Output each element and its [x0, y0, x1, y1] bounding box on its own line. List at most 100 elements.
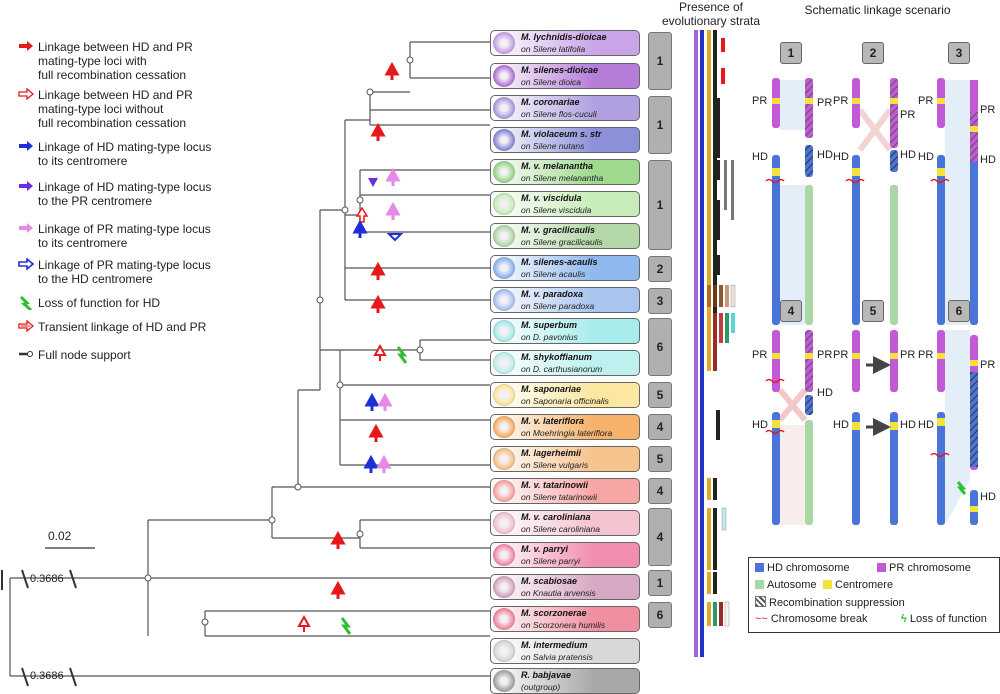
striped-red-arrow-icon	[18, 319, 38, 335]
chromosome-label: HD	[833, 419, 849, 431]
key-rec-label: Recombination suppression	[769, 597, 905, 609]
taxon-label: M. v. tatarinowii on Silene tatarinowii	[490, 478, 640, 504]
strata-header: Presence of evolutionary strata	[661, 0, 761, 28]
scenario-box: 4	[648, 478, 672, 504]
key-hd-label: HD chromosome	[767, 562, 850, 574]
chromosome-label: PR	[817, 97, 833, 109]
scenario-box: 4	[648, 508, 672, 566]
chromosome-label: PR	[918, 349, 934, 361]
taxon-label: M. scabiosae on Knautia arvensis	[490, 574, 640, 600]
key-autosome-label: Autosome	[767, 579, 817, 591]
taxon-name: M. v. tatarinowii	[521, 480, 589, 490]
host-flower-image	[493, 670, 515, 692]
taxon-host: on Silene parryi	[521, 556, 581, 566]
host-flower-image	[493, 384, 515, 406]
scenario-3-diagram	[930, 78, 978, 325]
taxon-host: on Saponaria officinalis	[521, 396, 609, 406]
scenario-header: Schematic linkage scenario	[804, 3, 951, 17]
legend-item: Linkage of HD mating-type locus to its c…	[18, 140, 258, 168]
legend-text: Linkage between HD and PR mating-type lo…	[38, 40, 193, 82]
taxon-name: M. v. melanantha	[521, 161, 594, 171]
scenario-6-diagram	[930, 330, 978, 525]
legend-item: Full node support	[18, 348, 258, 363]
taxon-label: R. babjavae(outgroup)	[490, 668, 640, 694]
taxon-name: M. silenes-dioicae	[521, 65, 599, 75]
chromosome-label: HD	[817, 387, 833, 399]
host-flower-image	[493, 225, 515, 247]
centromere-swatch	[823, 580, 832, 589]
scale-bar	[1, 547, 95, 687]
taxon-name: M. v. gracilicaulis	[521, 225, 596, 235]
host-flower-image	[493, 97, 515, 119]
chromosome-label: HD	[752, 419, 768, 431]
legend-item: Linkage between HD and PR mating-type lo…	[18, 40, 258, 82]
host-flower-image	[493, 608, 515, 630]
taxon-host: on Salvia pratensis	[521, 652, 593, 662]
taxon-name: M. intermedium	[521, 640, 588, 650]
host-flower-image	[493, 576, 515, 598]
scenario-4-diagram	[765, 330, 813, 525]
scenario-box: 1	[648, 96, 672, 154]
scenario-number: 5	[862, 300, 884, 322]
taxon-name: M. coronariae	[521, 97, 580, 107]
taxon-name: M. shykoffianum	[521, 352, 592, 362]
legend-text: Linkage of PR mating-type locus to its c…	[38, 222, 211, 250]
chromosome-label: HD	[980, 154, 996, 166]
host-flower-image	[493, 129, 515, 151]
branch-break-label: 0.3686	[30, 670, 64, 682]
taxon-host: on Silene acaulis	[521, 269, 586, 279]
host-flower-image	[493, 65, 515, 87]
key-lof-label: Loss of function	[909, 613, 987, 625]
taxon-host: on Silene tatarinowii	[521, 492, 598, 502]
node-support-icon	[18, 348, 38, 363]
host-flower-image	[493, 257, 515, 279]
hd-swatch	[755, 563, 764, 572]
hollow-blue-arrow-icon	[18, 257, 38, 286]
legend-item: Linkage of PR mating-type locus to the H…	[18, 257, 258, 286]
legend-text: Full node support	[38, 348, 131, 362]
chromosome-label: HD	[900, 149, 916, 161]
taxon-name: M. v. parryi	[521, 544, 569, 554]
red-arrow-icon	[18, 40, 38, 82]
legend-item: Transient linkage of HD and PR	[18, 319, 258, 335]
taxon-name: M. lagerheimii	[521, 448, 582, 458]
strata-bars	[694, 30, 736, 657]
scale-label: 0.02	[48, 529, 72, 543]
scenario-box: 6	[648, 602, 672, 628]
legend-item: Loss of function for HD	[18, 295, 258, 313]
chromosome-label: PR	[900, 109, 916, 121]
taxon-host: on Knautia arvensis	[521, 588, 596, 598]
scenario-number: 2	[862, 42, 884, 64]
autosome-swatch	[755, 580, 764, 589]
host-flower-image	[493, 289, 515, 311]
taxon-label: M. v. gracilicaulis on Silene gracilicaul…	[490, 223, 640, 249]
taxon-name: M. saponariae	[521, 384, 582, 394]
scenario-number: 6	[948, 300, 970, 322]
host-flower-image	[493, 320, 515, 342]
taxon-host: on D. carthusianorum	[521, 364, 603, 374]
pr-swatch	[877, 563, 886, 572]
chromosome-label: HD	[833, 151, 849, 163]
taxon-host: on Silene gracilicaulis	[521, 237, 603, 247]
taxon-host: on Silene vulgaris	[521, 460, 589, 470]
pink-arrow-icon	[18, 222, 38, 250]
taxon-name: M. scabiosae	[521, 576, 578, 586]
legend-item: Linkage of PR mating-type locus to its c…	[18, 222, 258, 250]
host-flower-image	[493, 193, 515, 215]
scenario-box: 4	[648, 414, 672, 440]
chromosome-label: HD	[900, 419, 916, 431]
chromosome-label: PR	[752, 95, 768, 107]
chromosome-label: PR	[900, 349, 916, 361]
chromosome-label: PR	[752, 349, 768, 361]
legend-item: Linkage of HD mating-type locus to the P…	[18, 180, 258, 208]
scenario-box: 2	[648, 256, 672, 282]
legend-text: Linkage of HD mating-type locus to its c…	[38, 140, 212, 168]
key-pr-label: PR chromosome	[889, 562, 971, 574]
taxon-name: M. v. paradoxa	[521, 289, 584, 299]
legend-item: Linkage between HD and PR mating-type lo…	[18, 87, 258, 130]
taxon-host: on D. pavonius	[521, 332, 578, 342]
